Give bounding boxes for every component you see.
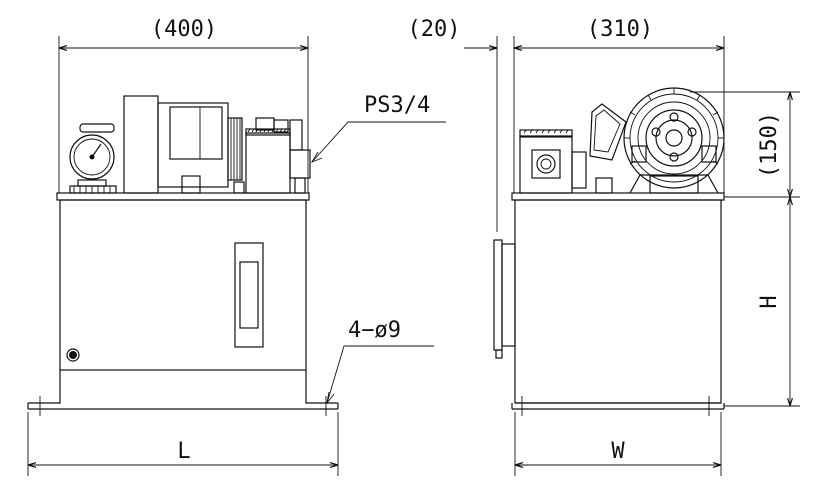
front-tank-body xyxy=(59,199,307,371)
pipe-size-label: PS3/4 xyxy=(364,93,430,118)
side-gauge-profile xyxy=(493,239,503,351)
front-view: (400) PS3/4 4−ø9 L xyxy=(27,17,446,476)
oil-level-gauge xyxy=(234,242,264,348)
pressure-gauge-icon xyxy=(69,123,117,194)
side-top-plate xyxy=(511,192,725,201)
mount-holes-leader xyxy=(326,345,434,404)
pump-knurl xyxy=(247,128,287,133)
dim-150-label: (150) xyxy=(757,112,782,178)
front-top-plate xyxy=(56,192,310,201)
front-base-right xyxy=(305,370,338,404)
oil-level-gauge-window xyxy=(239,261,259,329)
dim-L-label: L xyxy=(177,439,190,464)
dim-W-label: W xyxy=(611,439,625,464)
pipe-size-leader xyxy=(311,121,446,163)
mount-holes-label: 4−ø9 xyxy=(348,318,401,343)
dim-310-label: (310) xyxy=(587,17,653,42)
side-terminal-box xyxy=(589,103,627,194)
side-tank-body xyxy=(514,199,722,404)
front-motor xyxy=(123,95,245,194)
side-filler-block xyxy=(519,129,587,194)
drain-plug-icon xyxy=(66,348,80,362)
front-base-left xyxy=(28,370,61,404)
side-view: (20) (310) (150) H W xyxy=(408,17,800,476)
dim-20-label: (20) xyxy=(408,17,461,42)
side-motor-endview xyxy=(623,87,725,194)
outlet-port xyxy=(289,149,311,179)
dim-400-label: (400) xyxy=(151,17,217,42)
dim-H-label: H xyxy=(757,295,782,308)
